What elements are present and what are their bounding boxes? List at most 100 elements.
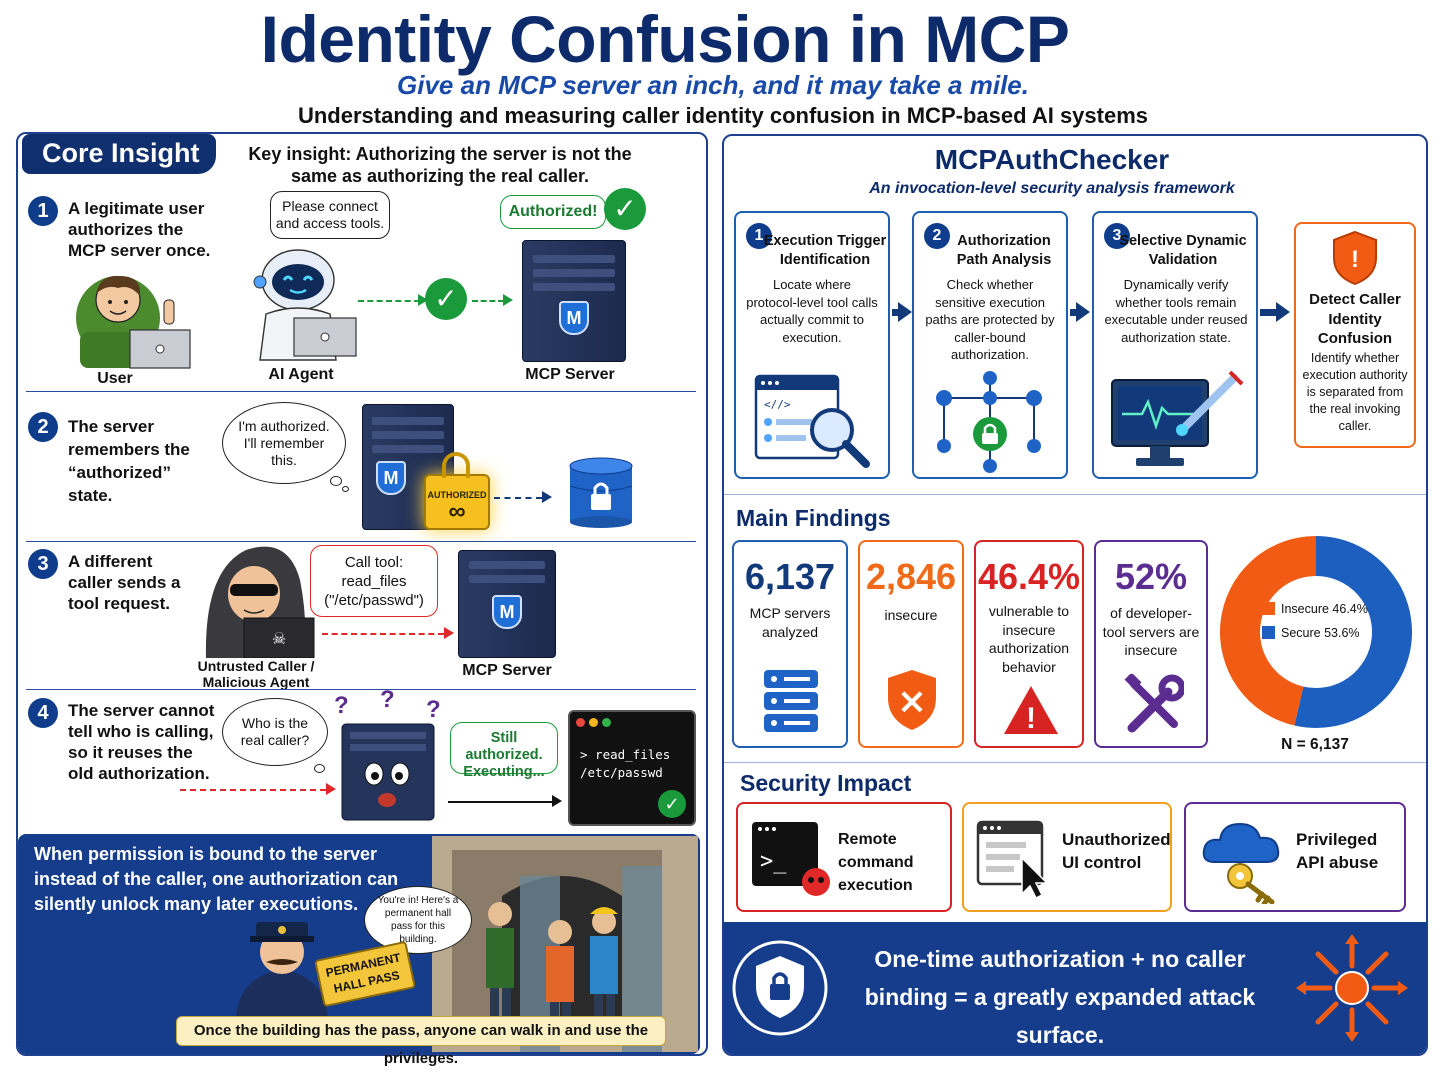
stat-card-developer-tools: 52% of developer-tool servers are insecu… (1094, 540, 1208, 748)
arrowhead (326, 783, 336, 795)
mcp-server-icon: M (458, 550, 556, 658)
terminal-command: > read_files /etc/passwd (580, 747, 671, 780)
check-icon: ✓ (658, 790, 686, 818)
process-arrow (1260, 309, 1276, 316)
shield-glyph-icon: ! (1351, 246, 1359, 273)
terminal-skull-icon: >_ (752, 822, 830, 896)
mcpauthchecker-subtitle: An invocation-level security analysis fr… (869, 180, 1235, 197)
warning-shield-icon: ! (1333, 230, 1377, 286)
server-stack-icon (764, 670, 818, 732)
user-illustration (76, 275, 191, 369)
legend-swatch-secure (1262, 626, 1275, 639)
arrowhead (542, 491, 552, 503)
findings-donut-chart (1220, 536, 1412, 728)
dashed-arrow (494, 497, 542, 499)
user-label: User (97, 370, 133, 387)
step-3-text: A different caller sends a tool request. (68, 552, 181, 613)
mcpauthchecker-title: MCPAuthChecker (934, 144, 1170, 175)
lock-shackle (442, 452, 470, 478)
code-glyph-icon: <//> (764, 398, 791, 411)
step-1-number: 1 (28, 196, 58, 226)
key-insight-text: Key insight: Authorizing the server is n… (248, 144, 632, 186)
stat-value: 6,137 (744, 556, 836, 597)
stat-card-servers: 6,137 MCP servers analyzed (732, 540, 848, 748)
page-subtitle: Give an MCP server an inch, and it may t… (397, 70, 1029, 100)
stat-label: MCP servers analyzed (749, 605, 831, 640)
dashed-arrow (472, 300, 504, 302)
arrowhead (444, 627, 454, 639)
legend-swatch-insecure (1262, 602, 1275, 615)
main-findings-title: Main Findings (736, 505, 891, 531)
legend-label: Insecure 46.4% (1281, 602, 1368, 616)
check-icon: ✓ (604, 188, 646, 230)
stat-label: vulnerable to insecure authorization beh… (988, 603, 1070, 675)
solid-arrow (448, 801, 554, 803)
stat-card-vulnerable: 46.4% vulnerable to insecure authorizati… (974, 540, 1084, 748)
process-step-1-title: Execution Trigger Identification (763, 233, 887, 268)
stat-value: 52% (1114, 556, 1188, 597)
prompt-glyph: >_ (760, 849, 787, 874)
process-step-3-number: 3 (1104, 223, 1130, 249)
detect-title: Detect Caller Identity Confusion (1309, 291, 1401, 347)
step-divider (26, 391, 696, 392)
stat-value: 46.4% (977, 556, 1081, 597)
ui-cursor-icon (976, 820, 1049, 900)
mcp-server-label: MCP Server (525, 366, 615, 383)
database-lock-icon (569, 457, 633, 528)
mcp-server-label: MCP Server (462, 662, 552, 679)
thought-dot (342, 486, 349, 492)
process-arrow (1070, 309, 1076, 316)
analogy-text: When permission is bound to the server i… (34, 844, 399, 914)
stat-value: 2,846 (865, 556, 957, 597)
donut-slice-insecure (1220, 536, 1317, 726)
authorized-bubble: Authorized! (500, 195, 606, 229)
core-insight-tab: Core Insight (22, 134, 216, 174)
step-2-text: The server remembers the “authorized” st… (68, 417, 190, 505)
step-divider (26, 689, 696, 690)
security-impact-title: Security Impact (740, 770, 912, 796)
step-2-number: 2 (28, 412, 58, 442)
arrowhead (552, 795, 562, 807)
process-step-1-desc: Locate where protocol-level tool calls a… (746, 277, 878, 345)
impact-card-api-abuse: Privileged API abuse (1184, 802, 1406, 912)
authorization-path-graph-icon (936, 371, 1042, 473)
process-step-3-desc: Dynamically verify whether tools remain … (1104, 277, 1248, 345)
code-search-icon: <//> (754, 374, 870, 468)
untrusted-caller-label: Untrusted Caller / Malicious Agent (197, 658, 315, 690)
warning-glyph: ! (1026, 702, 1036, 735)
step-1-text: A legitimate user authorizes the MCP ser… (68, 199, 211, 260)
process-step-1-number: 1 (746, 223, 772, 249)
dynamic-validation-monitor-icon (1111, 370, 1244, 466)
step-divider (26, 541, 696, 542)
stat-label: of developer-tool servers are insecure (1102, 605, 1200, 658)
chart-sample-size: N = 6,137 (1281, 736, 1349, 753)
step-4-number: 4 (28, 698, 58, 728)
question-mark-icon: ? (380, 686, 395, 713)
dashed-arrow (180, 789, 326, 791)
mcp-logo-icon: M (492, 595, 522, 629)
legend-secure: Secure 53.6% (1262, 626, 1360, 640)
guard-speech-bubble: You're in! Here's a permanent hall pass … (364, 886, 472, 954)
still-authorized-bubble: Still authorized. Executing... (450, 722, 558, 780)
attack-surface-burst-icon (1296, 934, 1408, 1042)
call-tool-bubble: Call tool: read_files ("/etc/passwd") (310, 545, 438, 617)
stat-label: insecure (884, 607, 938, 623)
page-title: Identity Confusion in MCP (260, 2, 1070, 76)
shield-x-glyph: × (897, 681, 927, 722)
process-arrow-head (1076, 302, 1090, 322)
mcp-logo-icon: M (559, 301, 589, 335)
impact-card-ui-control: Unauthorized UI control (962, 802, 1172, 912)
impact-label: Privileged API abuse (1296, 830, 1379, 872)
mcp-server-icon: M (362, 404, 454, 530)
legend-label: Secure 53.6% (1281, 626, 1360, 640)
terminal-window: > read_files /etc/passwd ✓ (568, 710, 696, 826)
legend-insecure: Insecure 46.4% (1262, 602, 1368, 616)
stat-card-insecure: 2,846 insecure × (858, 540, 964, 748)
process-arrow-head (898, 302, 912, 322)
ai-agent-label: AI Agent (268, 366, 334, 383)
authorized-thought-cloud: I'm authorized. I'll remember this. (222, 402, 346, 484)
hacker-illustration: ☠ (205, 546, 315, 658)
donut-slice-secure (1294, 536, 1412, 728)
step-4-text: The server cannot tell who is calling, s… (68, 701, 215, 783)
infinity-icon: ∞ (448, 498, 466, 525)
